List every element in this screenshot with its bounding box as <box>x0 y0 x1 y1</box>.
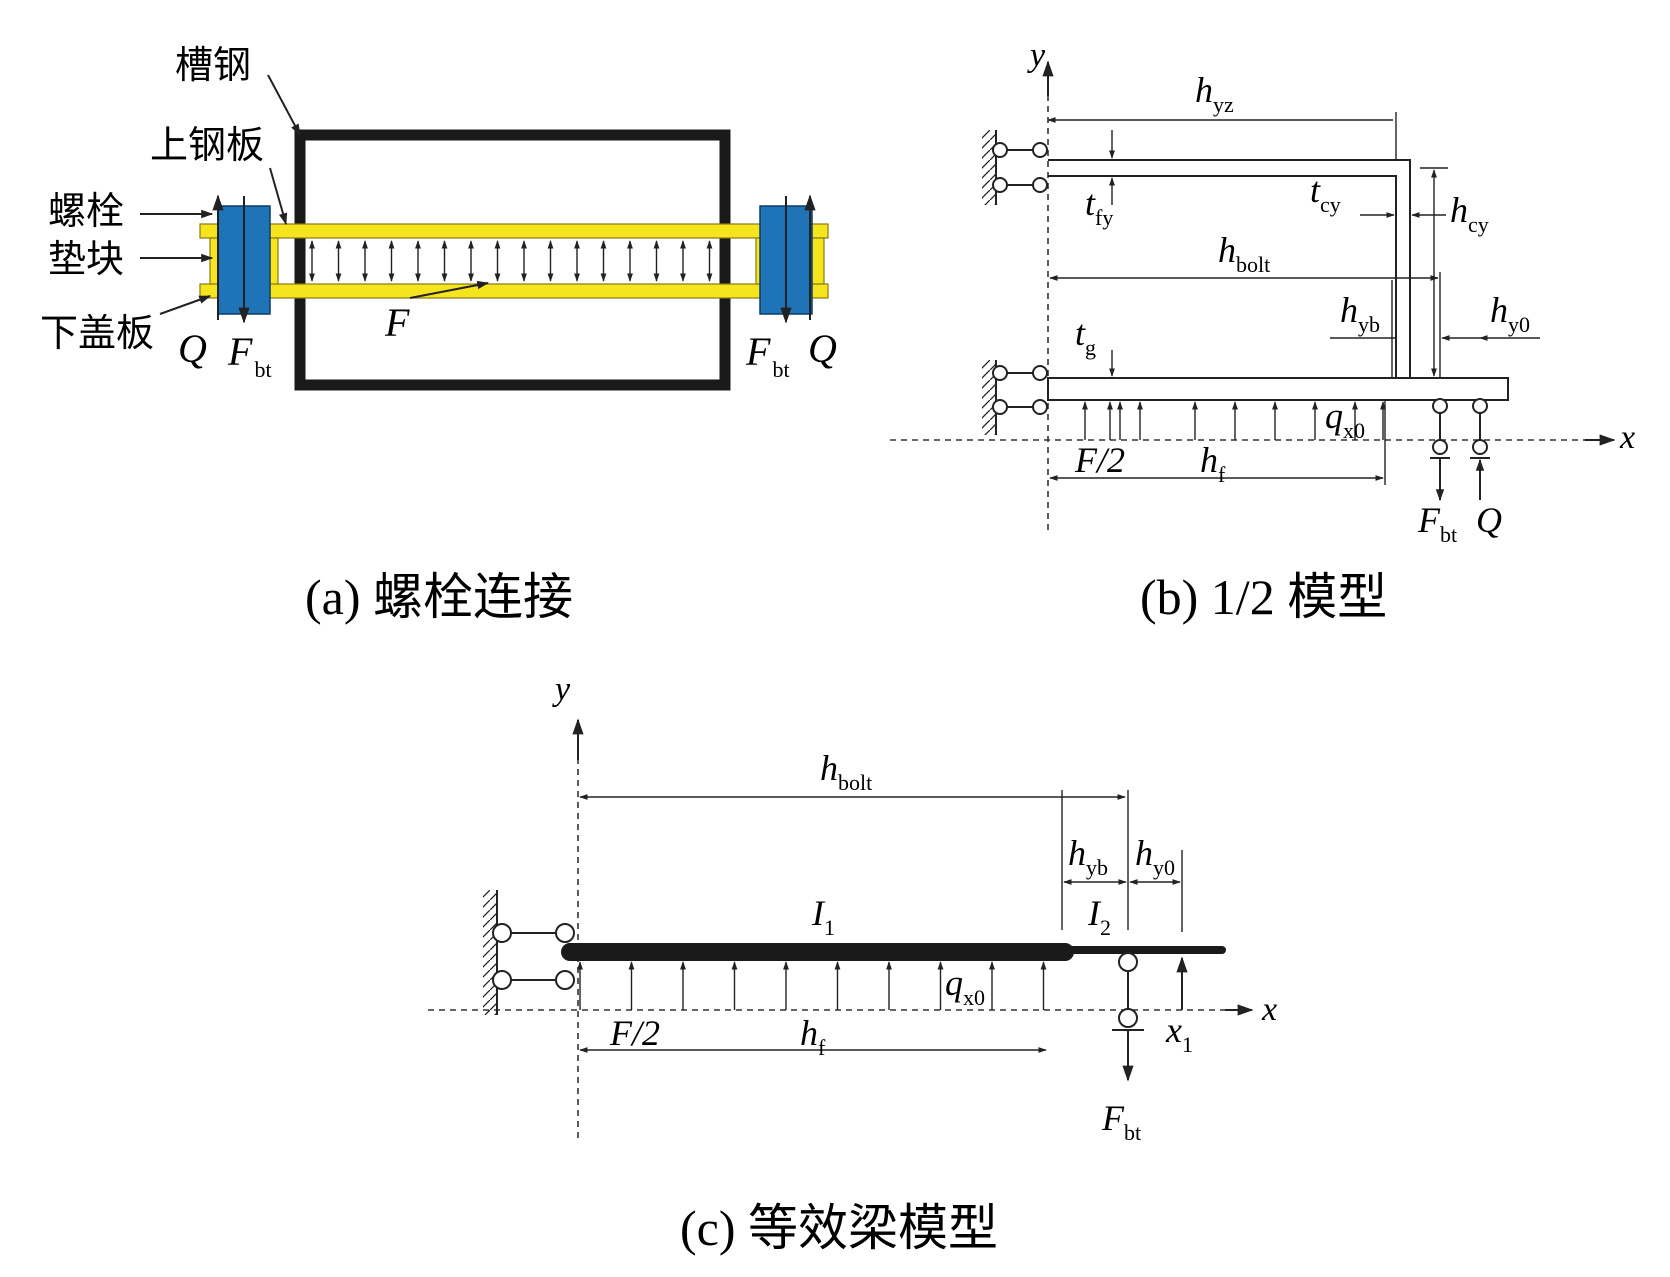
caption-b: (b) 1/2 模型 <box>1140 569 1387 625</box>
b-label-h-f: hf <box>1200 440 1226 487</box>
label-lower-plate: 下盖板 <box>40 311 154 355</box>
c-label-q-x0: qx0 <box>945 963 985 1010</box>
panel-c-equivalent-beam: y x hbolt hyb hy0 <box>428 671 1277 1256</box>
c-label-h-bolt: hbolt <box>820 748 872 795</box>
symbol-F: F <box>384 300 410 345</box>
caption-c: (c) 等效梁模型 <box>680 1200 998 1256</box>
c-label-I1: I1 <box>811 893 835 940</box>
b-label-F-bt: Fbt <box>1417 500 1457 547</box>
label-channel-steel: 槽钢 <box>175 43 251 87</box>
c-label-I2: I2 <box>1087 893 1111 940</box>
b-label-h-cy: hcy <box>1450 190 1489 237</box>
panel-a-bolt-connection: 槽钢 上钢板 螺栓 垫块 下盖板 Q Fbt F Fbt Q (a) 螺栓连接 <box>40 43 837 625</box>
symbol-Q-left: Q <box>178 326 207 371</box>
b-label-h-yz: hyz <box>1195 70 1234 117</box>
channel-steel <box>294 129 731 391</box>
c-label-x1: x1 <box>1165 1010 1193 1057</box>
label-upper-plate: 上钢板 <box>150 123 264 167</box>
symbol-Fbt-right: Fbt <box>745 329 790 382</box>
b-label-h-yb: hyb <box>1340 290 1380 337</box>
b-label-t-cy: tcy <box>1310 170 1341 217</box>
c-axis-x: x <box>1261 991 1277 1028</box>
c-label-F-bt: Fbt <box>1101 1098 1141 1145</box>
b-axis-x: x <box>1619 419 1635 456</box>
upper-plate <box>199 223 829 239</box>
b-label-F-half: F/2 <box>1074 440 1125 480</box>
c-label-h-yb: hyb <box>1068 833 1108 880</box>
distributed-load-arrows <box>309 240 713 282</box>
c-label-h-f: hf <box>800 1013 826 1060</box>
c-label-F-half: F/2 <box>609 1013 660 1053</box>
b-label-q-x0: qx0 <box>1325 396 1365 443</box>
c-label-h-y0: hy0 <box>1135 833 1175 880</box>
b-label-Q: Q <box>1476 500 1502 540</box>
b-distributed-load-arrows <box>1082 401 1386 440</box>
c-axis-y: y <box>552 671 571 708</box>
b-label-t-g: tg <box>1075 313 1096 360</box>
symbol-Fbt-left: Fbt <box>227 329 272 382</box>
c-distributed-load-arrows <box>577 961 1047 1010</box>
caption-a: (a) 螺栓连接 <box>305 569 573 625</box>
b-label-h-bolt: hbolt <box>1218 230 1270 277</box>
lower-plate <box>199 283 829 299</box>
label-bolt: 螺栓 <box>48 189 124 233</box>
symbol-Q-right: Q <box>808 326 837 371</box>
b-label-t-fy: tfy <box>1085 183 1113 230</box>
b-label-h-y0: hy0 <box>1490 290 1530 337</box>
b-axis-y: y <box>1027 37 1046 74</box>
panel-b-half-model: y x <box>890 37 1635 625</box>
label-pad: 垫块 <box>48 237 124 281</box>
